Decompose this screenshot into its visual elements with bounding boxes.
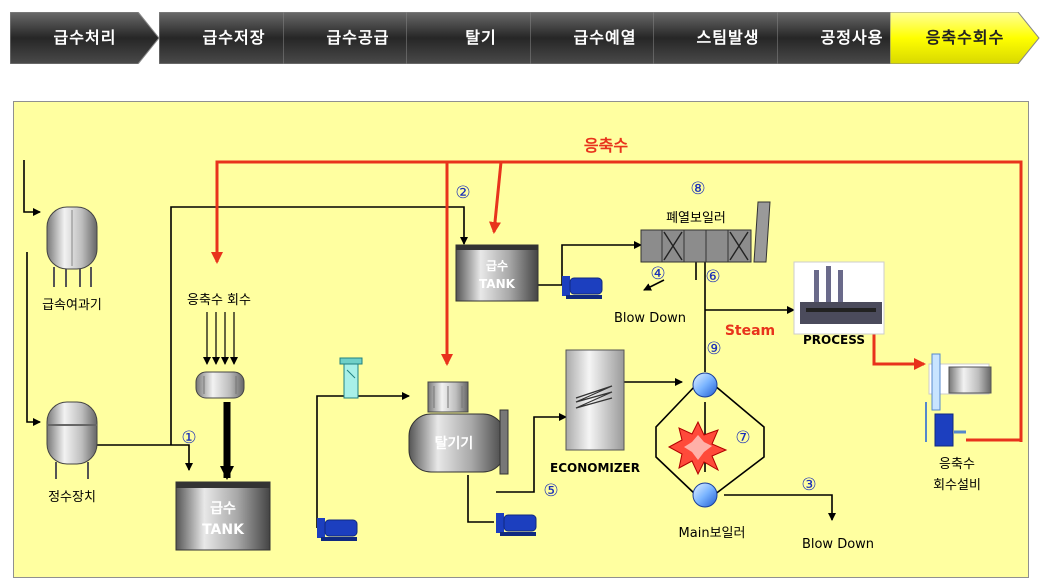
burner-flame-core — [684, 435, 712, 460]
waste-heat-boiler-label: 폐열보일러 — [666, 211, 726, 226]
waste-heat-boiler — [640, 201, 771, 263]
pump-to-economizer — [496, 513, 537, 536]
main-boiler-label: Main보일러 — [679, 526, 746, 541]
diagram-panel: 응축수 급속여과기 정수장치 응축수 회수 급수 TANK 급수 TANK 탈기… — [13, 101, 1029, 578]
marker-6: ⑥ — [705, 267, 720, 287]
pump-to-upper-tank — [562, 276, 603, 299]
marker-3: ③ — [801, 475, 816, 495]
step-arrow-shape — [890, 12, 1040, 64]
process-step-bar: 급수처리 급수저장 급수공급 탈기 급수예열 스팀발생 공정사용 응축수회수 — [0, 0, 1042, 75]
recovery-unit — [925, 353, 992, 447]
rapid-filter-label: 급속여과기 — [42, 298, 102, 313]
recovery-unit-label-1: 응축수 — [939, 457, 975, 472]
deaerator-label: 탈기기 — [435, 436, 474, 452]
marker-9: ⑨ — [706, 339, 721, 359]
marker-8: ⑧ — [690, 179, 705, 199]
feed-tank-upper-label-bottom: TANK — [479, 277, 516, 291]
marker-4: ④ — [650, 264, 665, 284]
economizer-label: ECONOMIZER — [550, 461, 640, 475]
boiler-flow-diagram: 응축수 급속여과기 정수장치 응축수 회수 급수 TANK 급수 TANK 탈기… — [23, 136, 1023, 552]
feed-tank-lower-label-bottom: TANK — [202, 522, 245, 538]
feed-tank-lower-label-top: 급수 — [210, 501, 236, 517]
economizer — [565, 349, 625, 451]
marker-2: ② — [455, 183, 470, 203]
process-plant — [793, 261, 885, 335]
step-label: 공정사용 — [820, 28, 884, 47]
pump-feed-lower — [317, 518, 358, 541]
blowdown-lower-label: Blow Down — [802, 537, 874, 552]
marker-5: ⑤ — [543, 481, 558, 501]
step-label: 급수처리 — [53, 28, 117, 47]
step-label: 급수저장 — [202, 28, 266, 47]
step-label: 탈기 — [465, 28, 497, 47]
feed-tank-upper-label-top: 급수 — [486, 259, 508, 273]
step-label: 스팀발생 — [696, 28, 760, 47]
marker-1: ① — [181, 428, 196, 448]
step-label: 급수공급 — [326, 28, 390, 47]
condensate-recovery-label: 응축수 회수 — [187, 293, 251, 308]
feedwater-piping — [23, 160, 836, 528]
condensate-line — [211, 160, 1023, 442]
water-purifier-label: 정수장치 — [48, 490, 96, 505]
step-label: 급수예열 — [573, 28, 637, 47]
steam-label: Steam — [725, 323, 775, 339]
step-label: 응축수회수 — [925, 28, 1005, 47]
condensate-heater — [195, 371, 245, 399]
mud-drum — [692, 482, 718, 508]
blowdown-upper-label: Blow Down — [614, 311, 686, 326]
chemical-dosing-unit — [339, 357, 363, 399]
step-arrow-shape — [10, 12, 160, 64]
marker-7: ⑦ — [735, 428, 750, 448]
feed-tank-upper — [455, 244, 539, 302]
steam-drum — [692, 372, 718, 398]
recovery-unit-label-2: 회수설비 — [933, 478, 981, 493]
water-purifier — [46, 401, 98, 479]
inflow-arrows — [203, 312, 238, 365]
feed-tank-lower — [175, 481, 271, 551]
rapid-filter — [46, 206, 98, 287]
deaerator — [408, 381, 509, 475]
condensate-line-label: 응축수 — [584, 136, 628, 155]
process-label: PROCESS — [803, 333, 865, 347]
